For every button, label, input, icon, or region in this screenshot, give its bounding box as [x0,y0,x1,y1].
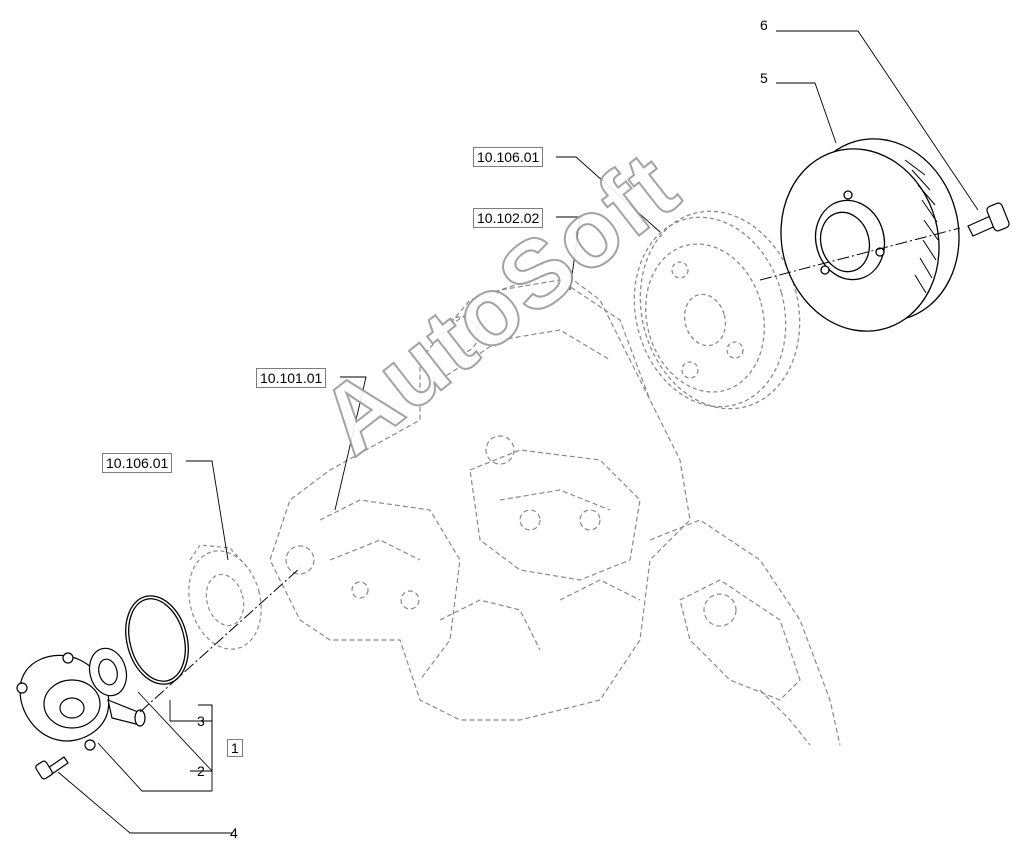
callout-4: 4 [230,825,238,841]
callout-6: 6 [760,17,768,33]
seal-ring [88,647,128,697]
pulley [780,138,960,332]
ref-label-gear-lower: 10.106.01 [102,453,173,473]
cover-plate [188,544,262,650]
engine-block-outline [269,269,841,746]
bolt-lower [35,756,69,780]
callout-3: 3 [197,713,205,729]
leader-lines [57,30,979,834]
ref-label-housing: 10.102.02 [473,208,544,228]
ref-label-gear-upper: 10.106.01 [473,147,544,167]
callout-2: 2 [197,763,205,779]
o-ring [125,595,189,685]
gear-wheel [633,210,801,410]
water-pump [16,652,146,751]
callout-5: 5 [760,70,768,86]
ref-label-block: 10.101.01 [256,368,327,388]
bolt-upper [967,202,1010,237]
callout-1: 1 [227,739,243,757]
alignment-axis [139,227,961,713]
